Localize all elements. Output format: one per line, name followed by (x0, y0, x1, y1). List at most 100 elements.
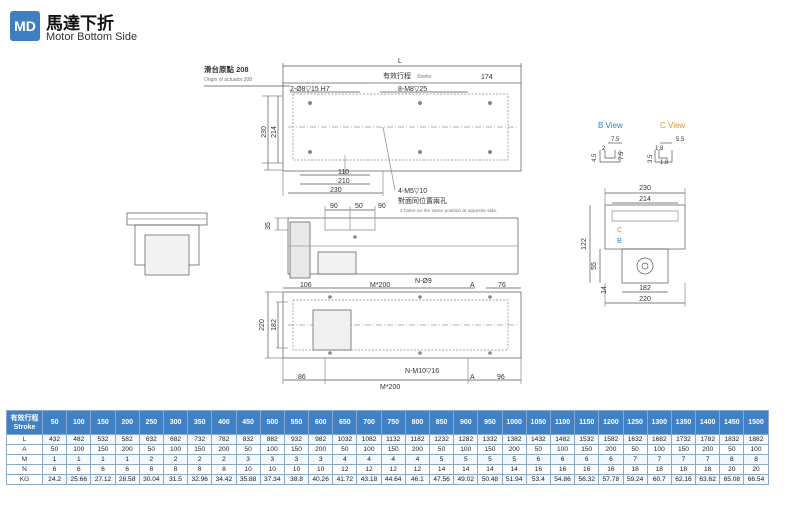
table-cell: 7 (695, 454, 721, 465)
table-cell: 35.88 (235, 474, 261, 485)
stroke-header-cell: 有效行程 Stroke (6, 410, 43, 435)
table-cell: 1482 (549, 434, 576, 445)
table-cell: 1832 (719, 434, 745, 445)
end-dim-122: 122 (581, 238, 588, 250)
motor-shaft-circle (636, 257, 654, 275)
stroke-col-header: 1200 (598, 410, 624, 435)
stroke-col-header: 1500 (743, 410, 769, 435)
table-cell: 5 (501, 454, 527, 465)
stroke-col-header: 650 (332, 410, 358, 435)
table-cell: 25.66 (66, 474, 92, 485)
table-cell: 4 (404, 454, 431, 465)
table-cell: 832 (235, 434, 261, 445)
dim-230h: 230 (330, 187, 342, 194)
table-cell: 200 (501, 444, 527, 455)
table-cell: 18 (622, 464, 648, 475)
stroke-header-cn: 有效行程 (10, 414, 39, 422)
table-cell: 100 (646, 444, 672, 455)
table-cell: 43.18 (356, 474, 382, 485)
table-cell: 4 (332, 454, 358, 465)
table-cell: 1182 (404, 434, 431, 445)
table-cell: 2 (138, 454, 164, 465)
table-cell: 3 (308, 454, 334, 465)
end-dim-182: 182 (639, 285, 651, 292)
table-cell: 3 (259, 454, 285, 465)
table-cell: 782 (211, 434, 237, 445)
stroke-header-en: Stroke (13, 423, 36, 431)
table-cell: 1732 (670, 434, 697, 445)
b-dim-45: 4.5 (592, 153, 598, 162)
table-cell: 14 (428, 464, 455, 475)
stroke-label-en: Stroke (417, 74, 432, 80)
table-cell: 6 (574, 454, 600, 465)
table-cell: 46.1 (404, 474, 431, 485)
dim-86: 86 (298, 374, 306, 381)
table-cell: 100 (453, 444, 479, 455)
mounting-holes (308, 101, 492, 355)
stroke-col-header: 600 (308, 410, 334, 435)
stroke-col-header: 1450 (719, 410, 745, 435)
stroke-col-header: 1000 (501, 410, 527, 435)
dim-N9: N-Ø9 (415, 278, 432, 285)
b-view-profile (599, 150, 621, 163)
table-cell: 3 (283, 454, 310, 465)
table-cell: 14 (501, 464, 527, 475)
table-cell: 150 (477, 444, 503, 455)
stroke-col-header: 150 (90, 410, 116, 435)
end-dim-55: 55 (591, 262, 598, 270)
row-label: N (6, 464, 43, 475)
dim-50: 50 (355, 203, 363, 210)
table-cell: 2 (162, 454, 189, 465)
table-cell: 150 (380, 444, 406, 455)
table-cell: 50 (138, 444, 164, 455)
table-cell: 1 (90, 454, 116, 465)
end-dim-220: 220 (639, 296, 651, 303)
table-cell: 6 (66, 464, 92, 475)
hole-8-label: 8-M8▽25 (398, 86, 427, 93)
table-cell: 41.72 (332, 474, 358, 485)
origin-label-en: Origin of actuator:208 (204, 77, 252, 83)
table-cell: 24.2 (41, 474, 68, 485)
c-dim-18: 1.8 (655, 146, 664, 152)
table-cell: 982 (308, 434, 334, 445)
table-cell: 8 (187, 464, 213, 475)
table-cell: 2 (211, 454, 237, 465)
table-cell: 1032 (332, 434, 358, 445)
table-cell: 50 (41, 444, 68, 455)
dim-96: 96 (497, 374, 505, 381)
origin-label: 滑台原點 208 (204, 64, 249, 74)
table-cell: 1 (114, 454, 140, 465)
table-cell: 200 (598, 444, 624, 455)
c-dim-35: 3.5 (648, 154, 654, 163)
stroke-col-header: 850 (428, 410, 455, 435)
table-cell: 50 (525, 444, 551, 455)
b-dim-2: 2 (602, 146, 606, 152)
table-cell: 38.8 (283, 474, 310, 485)
table-cell: 63.62 (695, 474, 721, 485)
table-cell: 7 (670, 454, 697, 465)
row-label: L (6, 434, 43, 445)
dim-230v: 230 (261, 126, 268, 138)
end-marker-b: B (617, 238, 622, 245)
table-cell: 6 (114, 464, 140, 475)
c-dim-55: 5.5 (676, 137, 685, 143)
table-cell: 732 (187, 434, 213, 445)
table-cell: 50 (235, 444, 261, 455)
table-cell: 8 (211, 464, 237, 475)
note-cn: 對面同位置兩孔 (398, 196, 447, 205)
stroke-label-cn: 有效行程 (383, 71, 411, 80)
table-cell: 18 (646, 464, 672, 475)
dim-220v: 220 (259, 319, 266, 331)
dim-214v: 214 (271, 126, 278, 138)
table-cell: 100 (66, 444, 92, 455)
end-marker-c: C (617, 227, 622, 234)
stroke-col-header: 750 (380, 410, 406, 435)
motor-bottom (312, 309, 352, 351)
dim-174: 174 (481, 74, 493, 81)
row-label: A (6, 444, 43, 455)
table-cell: 100 (743, 444, 769, 455)
bottom-view-body (282, 291, 522, 359)
